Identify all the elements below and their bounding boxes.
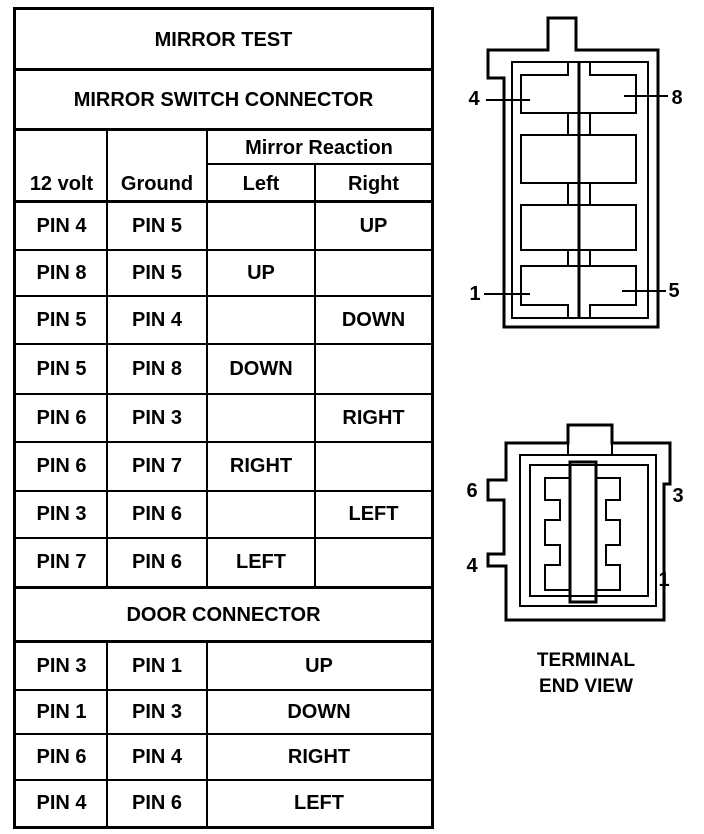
cell-ground: PIN 5 — [131, 215, 183, 237]
col-divider — [106, 129, 108, 589]
switch-connector-title: MIRROR SWITCH CONNECTOR — [73, 88, 374, 111]
switch-connector-diagram — [484, 16, 668, 329]
door-connector-diagram — [486, 423, 672, 622]
door-cell-ground: PIN 6 — [131, 791, 183, 814]
pin-label-1: 1 — [469, 282, 481, 305]
cell-12-volt: PIN 4 — [36, 215, 87, 237]
header-mirror-reaction: Mirror Reaction — [245, 136, 393, 159]
row-divider — [16, 343, 431, 345]
mirror-test-table: MIRROR TEST MIRROR SWITCH CONNECTOR 12 v… — [13, 7, 434, 829]
row-divider — [16, 295, 431, 297]
door-cell-ground: PIN 3 — [131, 700, 183, 723]
header-ground: Ground — [120, 172, 194, 195]
cell-right: RIGHT — [342, 406, 405, 429]
row-divider — [16, 393, 431, 395]
header-12-volt: 12 volt — [29, 172, 94, 195]
divider — [16, 200, 431, 203]
pin-label-8: 8 — [671, 86, 683, 109]
pin-label-4: 4 — [468, 87, 480, 110]
divider — [16, 640, 431, 643]
door-connector-title: DOOR CONNECTOR — [126, 603, 321, 626]
divider — [16, 68, 431, 71]
door-cell-reaction: DOWN — [287, 700, 351, 723]
col-divider — [314, 164, 316, 589]
door-pin-label-4: 4 — [466, 554, 478, 577]
table-title: MIRROR TEST — [154, 28, 293, 51]
door-cell-reaction: RIGHT — [287, 745, 351, 768]
cell-left: LEFT — [236, 550, 286, 573]
row-divider — [16, 733, 431, 735]
door-cell-12-volt: PIN 4 — [36, 791, 87, 814]
door-pin-label-3: 3 — [672, 484, 684, 507]
pin-label-5: 5 — [668, 279, 680, 302]
cell-right: LEFT — [348, 503, 399, 525]
caption-line-2: END VIEW — [539, 676, 633, 697]
header-left: Left — [242, 172, 280, 195]
divider — [16, 128, 431, 131]
door-cell-12-volt: PIN 1 — [36, 700, 87, 723]
door-cell-12-volt: PIN 3 — [36, 655, 87, 677]
cell-right: DOWN — [341, 308, 406, 331]
cell-right: UP — [359, 215, 388, 237]
cell-ground: PIN 3 — [131, 406, 183, 429]
divider — [207, 163, 431, 165]
door-cell-12-volt: PIN 6 — [36, 745, 87, 768]
row-divider — [16, 537, 431, 539]
row-divider — [16, 490, 431, 492]
cell-left: RIGHT — [229, 455, 293, 477]
cell-12-volt: PIN 5 — [36, 357, 87, 380]
row-divider — [16, 249, 431, 251]
door-cell-ground: PIN 1 — [131, 655, 183, 677]
cell-12-volt: PIN 6 — [36, 406, 87, 429]
cell-12-volt: PIN 3 — [36, 503, 87, 525]
cell-12-volt: PIN 5 — [36, 308, 87, 331]
cell-12-volt: PIN 6 — [36, 455, 87, 477]
row-divider — [16, 689, 431, 691]
cell-ground: PIN 6 — [131, 550, 183, 573]
cell-ground: PIN 5 — [131, 261, 183, 284]
row-divider — [16, 779, 431, 781]
cell-ground: PIN 4 — [131, 308, 183, 331]
door-cell-reaction: UP — [305, 655, 333, 677]
header-right: Right — [347, 172, 400, 195]
cell-left: UP — [247, 261, 275, 284]
divider — [16, 586, 431, 589]
cell-ground: PIN 7 — [131, 455, 183, 477]
door-pin-label-6: 6 — [466, 479, 478, 502]
caption-line-1: TERMINAL — [536, 650, 636, 671]
cell-left: DOWN — [229, 357, 293, 380]
door-pin-label-1: 1 — [658, 568, 670, 591]
cell-ground: PIN 6 — [131, 503, 183, 525]
door-cell-reaction: LEFT — [294, 791, 344, 814]
cell-ground: PIN 8 — [131, 357, 183, 380]
cell-12-volt: PIN 7 — [36, 550, 87, 573]
row-divider — [16, 441, 431, 443]
col-divider — [206, 129, 208, 589]
cell-12-volt: PIN 8 — [36, 261, 87, 284]
door-cell-ground: PIN 4 — [131, 745, 183, 768]
